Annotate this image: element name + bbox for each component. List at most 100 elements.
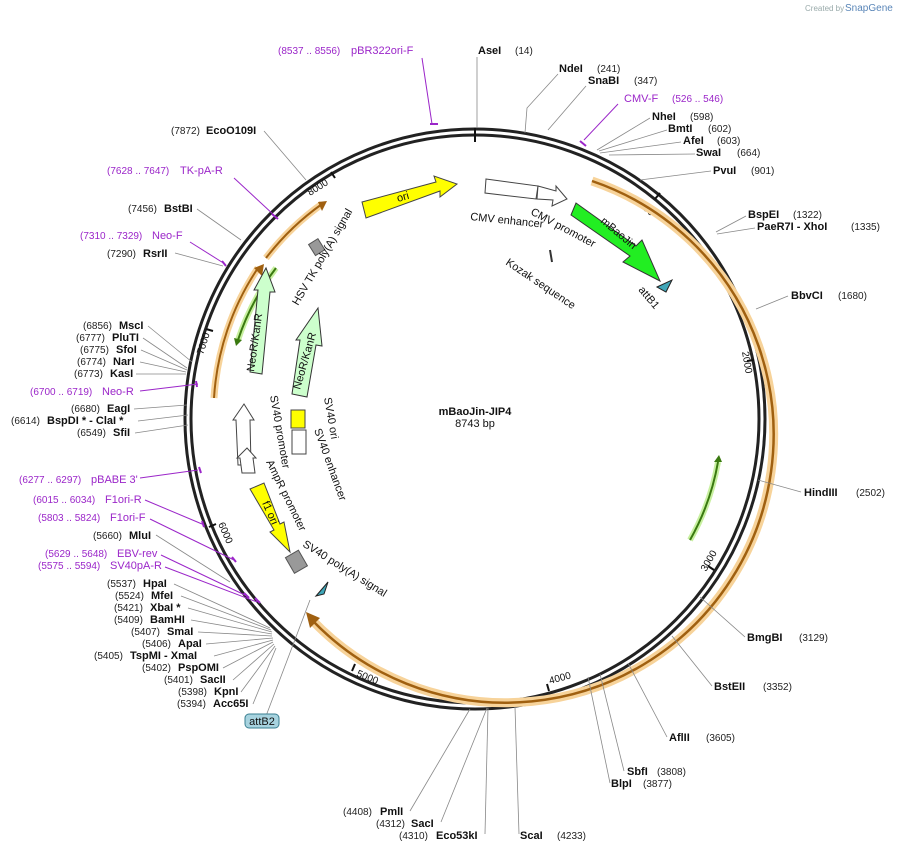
site-name[interactable]: RsrII [143,248,167,260]
cmv-promoter-feature[interactable] [536,184,568,207]
site-name[interactable]: TspMI - XmaI [130,650,197,662]
primer-name[interactable]: Neo-R [102,386,134,398]
site-name[interactable]: BspDI * - ClaI * [47,415,124,427]
site-name[interactable]: NdeI [559,63,583,75]
kozak-label: Kozak sequence [503,257,577,312]
site-name[interactable]: AfeI [683,135,704,147]
site-name[interactable]: HindIII [804,487,838,499]
primer-name[interactable]: EBV-rev [117,548,158,560]
site-name[interactable]: SacII [200,674,226,686]
neokanr-outer-feature[interactable] [249,266,276,375]
left-green-arrowhead [234,338,242,346]
attb2-box[interactable] [244,713,280,729]
site-name[interactable]: BspEI [748,209,779,221]
site-name[interactable]: SnaBI [588,75,619,87]
primer-name[interactable]: TK-pA-R [180,165,223,177]
sv40-ori-feature[interactable] [290,409,306,429]
site-pos: (6773) [74,369,103,380]
primer-pos: (7628 .. 7647) [107,166,169,177]
hsv-tk-feature[interactable] [307,238,326,257]
primer-name[interactable]: Neo-F [152,230,183,242]
ori-feature[interactable] [361,175,459,219]
sv40-enhancer-feature[interactable] [291,429,307,455]
site-name[interactable]: BstBI [164,203,193,215]
site-pos: (1335) [851,222,880,233]
site-pos: (6549) [77,428,106,439]
site-name[interactable]: NarI [113,356,134,368]
site-name[interactable]: SwaI [696,147,721,159]
attb2-feature[interactable] [314,581,329,597]
site-name[interactable]: MfeI [151,590,173,602]
site-name[interactable]: SfoI [116,344,137,356]
site-name[interactable]: PvuI [713,165,736,177]
sv40-polya-feature[interactable] [284,549,309,574]
site-name[interactable]: BamHI [150,614,185,626]
site-name[interactable]: BstEII [714,681,745,693]
site-name[interactable]: BmtI [668,123,692,135]
site-pos: (3808) [657,767,686,778]
site-pos: (6777) [76,333,105,344]
site-name[interactable]: BmgBI [747,632,782,644]
attb1-feature[interactable] [655,278,674,293]
site-pos: (5398) [178,687,207,698]
primer-name[interactable]: CMV-F [624,93,659,105]
site-pos: (3129) [799,633,828,644]
site-pos: (5406) [142,639,171,650]
site-pos: (7872) [171,126,200,137]
site-name[interactable]: ApaI [178,638,202,650]
site-name[interactable]: MscI [119,320,143,332]
mbaojin-feature[interactable] [570,202,662,283]
site-pos: (5660) [93,531,122,542]
site-name[interactable]: AflII [669,732,690,744]
site-name[interactable]: MluI [129,530,151,542]
ampr-promoter-feature[interactable] [235,447,258,474]
site-name[interactable]: Acc65I [213,698,248,710]
site-name[interactable]: EcoO109I [206,125,256,137]
primer-name[interactable]: F1ori-F [110,512,146,524]
site-name[interactable]: AseI [478,45,501,57]
right-green-highlight [687,461,721,542]
site-name[interactable]: KpnI [214,686,238,698]
primer-name[interactable]: pBABE 3' [91,474,138,486]
site-name[interactable]: NheI [652,111,676,123]
site-name[interactable]: BlpI [611,778,632,790]
attb1-label: attB1 [636,284,662,311]
site-pos: (1680) [838,291,867,302]
neokanr-inner-feature[interactable] [291,306,323,398]
site-name[interactable]: PaeR7I - XhoI [757,221,827,233]
f1-ori-label: f1 ori [259,499,280,526]
site-pos: (14) [515,46,533,57]
primer-pos: (7310 .. 7329) [80,231,142,242]
left-orf-arc-1 [213,267,259,399]
site-name[interactable]: SacI [411,818,434,830]
site-name[interactable]: EagI [107,403,130,415]
site-name[interactable]: XbaI * [150,602,181,614]
site-name[interactable]: PspOMI [178,662,219,674]
site-pos: (5524) [115,591,144,602]
plasmid-size: 8743 bp [455,418,495,430]
primer-name[interactable]: F1ori-R [105,494,142,506]
site-name[interactable]: SmaI [167,626,193,638]
f1-ori-feature[interactable] [249,482,291,554]
primer-name[interactable]: SV40pA-R [110,560,162,572]
jip4-orf-highlight [308,176,779,708]
site-name[interactable]: Eco53kI [436,830,478,842]
site-name[interactable]: PmlI [380,806,403,818]
site-name[interactable]: HpaI [143,578,167,590]
site-pos: (6614) [11,416,40,427]
site-name[interactable]: BbvCI [791,290,823,302]
site-name[interactable]: ScaI [520,830,543,842]
primer-pos: (8537 .. 8556) [278,46,340,57]
site-pos: (664) [737,148,760,159]
site-name[interactable]: PluTI [112,332,139,344]
ori-label: ori [396,190,411,205]
site-pos: (5407) [131,627,160,638]
site-name[interactable]: KasI [110,368,133,380]
site-name[interactable]: SfiI [113,427,130,439]
left-orf-arc-2 [265,203,323,259]
cmv-enhancer-feature[interactable] [484,178,539,200]
site-name[interactable]: SbfI [627,766,648,778]
primer-pos: (6277 .. 6297) [19,475,81,486]
right-green-arc [689,461,719,541]
primer-name[interactable]: pBR322ori-F [351,45,414,57]
